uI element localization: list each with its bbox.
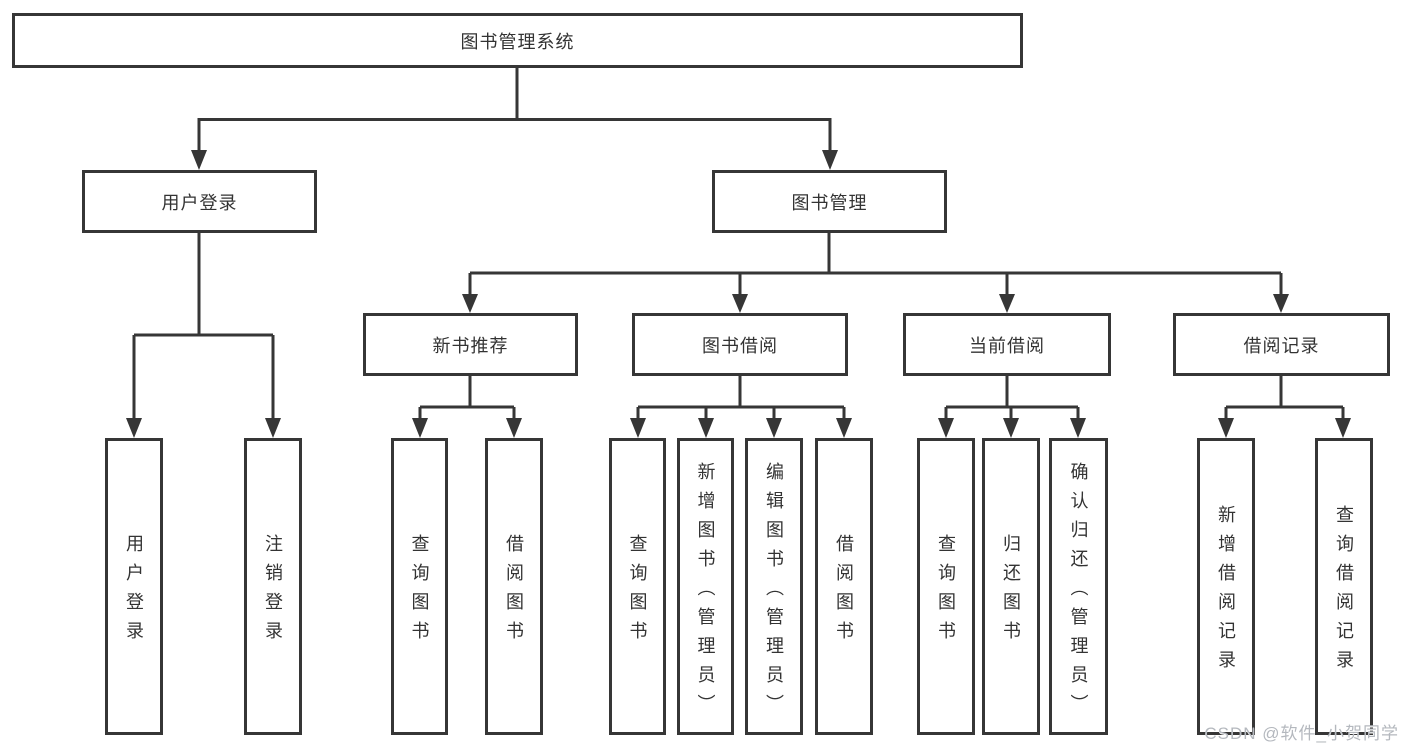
leaf-node-add-borrow-record: 新增借阅记录 [1197, 438, 1255, 735]
leaf-label: 查询图书 [936, 534, 956, 650]
node-label: 图书管理系统 [460, 31, 575, 52]
leaf-label: 注销登录 [263, 534, 283, 650]
leaf-label: 新增借阅记录 [1216, 505, 1236, 679]
node-label: 用户登录 [161, 192, 238, 213]
leaf-label: 查询图书 [627, 534, 648, 650]
leaf-node-query-books: 查询图书 [609, 438, 666, 735]
node-label: 新书推荐 [432, 335, 509, 356]
leaf-node-borrow-books: 借阅图书 [815, 438, 873, 735]
leaf-node-return-books: 归还图书 [982, 438, 1040, 735]
node-new-book-recommend: 新书推荐 [363, 313, 578, 376]
leaf-node-confirm-return-admin: 确认归还（管理员） [1049, 438, 1108, 735]
leaf-label: 借阅图书 [504, 534, 524, 650]
node-label: 借阅记录 [1243, 335, 1320, 356]
connector-line [132, 68, 1345, 422]
node-book-management: 图书管理 [712, 170, 947, 233]
node-user-login: 用户登录 [82, 170, 317, 233]
leaf-node-logout: 注销登录 [244, 438, 302, 735]
node-label: 图书管理 [791, 192, 868, 213]
node-library-system: 图书管理系统 [12, 13, 1023, 68]
leaf-node-borrow-books: 借阅图书 [485, 438, 543, 735]
leaf-node-query-books: 查询图书 [917, 438, 975, 735]
leaf-label: 借阅图书 [834, 534, 854, 650]
leaf-label: 确认归还（管理员） [1068, 461, 1089, 723]
leaf-label: 编辑图书（管理员） [764, 461, 784, 723]
node-book-borrow: 图书借阅 [632, 313, 848, 376]
node-current-borrow: 当前借阅 [903, 313, 1111, 376]
watermark: CSDN @软件_小贺同学 [1204, 724, 1399, 743]
node-label: 当前借阅 [969, 335, 1045, 356]
leaf-label: 查询图书 [409, 534, 430, 650]
leaf-label: 用户登录 [124, 534, 144, 650]
leaf-label: 查询借阅记录 [1334, 505, 1354, 679]
leaf-node-user-login: 用户登录 [105, 438, 163, 735]
node-label: 图书借阅 [702, 335, 778, 356]
arrow-down-icon [126, 150, 1351, 438]
leaf-node-query-books: 查询图书 [391, 438, 448, 735]
leaf-label: 归还图书 [1001, 534, 1021, 650]
leaf-node-add-books-admin: 新增图书（管理员） [677, 438, 734, 735]
leaf-node-query-borrow-record: 查询借阅记录 [1315, 438, 1373, 735]
node-borrow-records: 借阅记录 [1173, 313, 1390, 376]
leaf-node-edit-books-admin: 编辑图书（管理员） [745, 438, 803, 735]
leaf-label: 新增图书（管理员） [695, 461, 716, 723]
